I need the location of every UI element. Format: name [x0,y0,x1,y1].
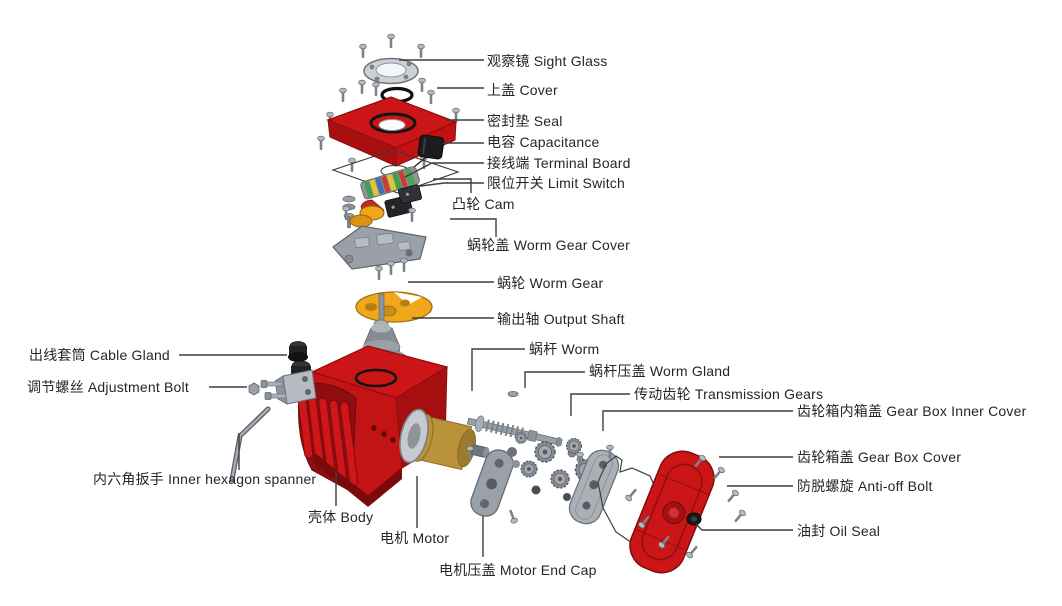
label-seal: 密封垫 Seal [487,113,563,129]
label-adjustment-bolt: 调节螺丝 Adjustment Bolt [27,379,189,395]
motor-end-cap-part [466,445,519,525]
label-output-shaft: 输出轴 Output Shaft [497,311,625,327]
leader-worm-gear-cover [450,218,497,237]
leader-terminal-board [404,162,484,178]
label-cover: 上盖 Cover [487,82,558,98]
gearbox-inner-cover-part [568,444,620,525]
label-cam: 凸轮 Cam [452,196,515,212]
label-body: 壳体 Body [308,509,374,525]
label-worm-gland: 蜗杆压盖 Worm Gland [589,363,731,379]
worm-gear-part [355,291,433,323]
label-sight-glass: 观察镜 Sight Glass [487,53,608,69]
label-cable-gland: 出线套筒 Cable Gland [29,347,170,363]
terminal-board-part [360,166,420,200]
gearbox-gasket-part [597,455,664,550]
label-inner-hexagon-spanner: 内六角扳手 Inner hexagon spanner [93,471,317,487]
oil-seal-part [686,512,702,526]
leader-lines [179,59,793,557]
label-worm-gear: 蜗轮 Worm Gear [497,275,604,291]
gearbox-cover-part [624,450,747,574]
label-capacitance: 电容 Capacitance [487,134,600,150]
leader-gearbox-inner-cover [602,410,793,431]
label-limit-switch: 限位开关 Limit Switch [487,175,625,191]
leader-worm [471,348,525,391]
label-worm: 蜗杆 Worm [529,341,600,357]
hex-spanner-part [229,406,271,483]
body-part [296,345,449,507]
label-terminal-board: 接线端 Terminal Board [487,155,631,171]
label-worm-gear-cover: 蜗轮盖 Worm Gear Cover [467,237,631,253]
leader-oil-seal [695,523,793,531]
leader-cam [433,178,472,193]
label-gearbox-cover: 齿轮箱盖 Gear Box Cover [797,449,962,465]
label-anti-off-bolt: 防脱螺旋 Anti-off Bolt [797,478,933,494]
sight-glass-part [358,33,426,95]
label-oil-seal: 油封 Oil Seal [797,523,881,539]
cam-part [342,195,385,228]
label-motor-end-cap: 电机压盖 Motor End Cap [439,562,597,578]
leader-transmission-gears [570,393,630,416]
leader-worm-gland [524,371,585,388]
label-motor: 电机 Motor [380,530,450,546]
limit-switch-part [384,184,422,218]
worm-gland-part [507,390,519,397]
label-transmission-gears: 传动齿轮 Transmission Gears [634,386,824,402]
transmission-gears-part [507,432,598,501]
body-ribs [296,389,359,487]
label-gearbox-inner-cover: 齿轮箱内箱盖 Gear Box Inner Cover [797,403,1027,419]
adjustment-bolt-part [248,369,317,405]
